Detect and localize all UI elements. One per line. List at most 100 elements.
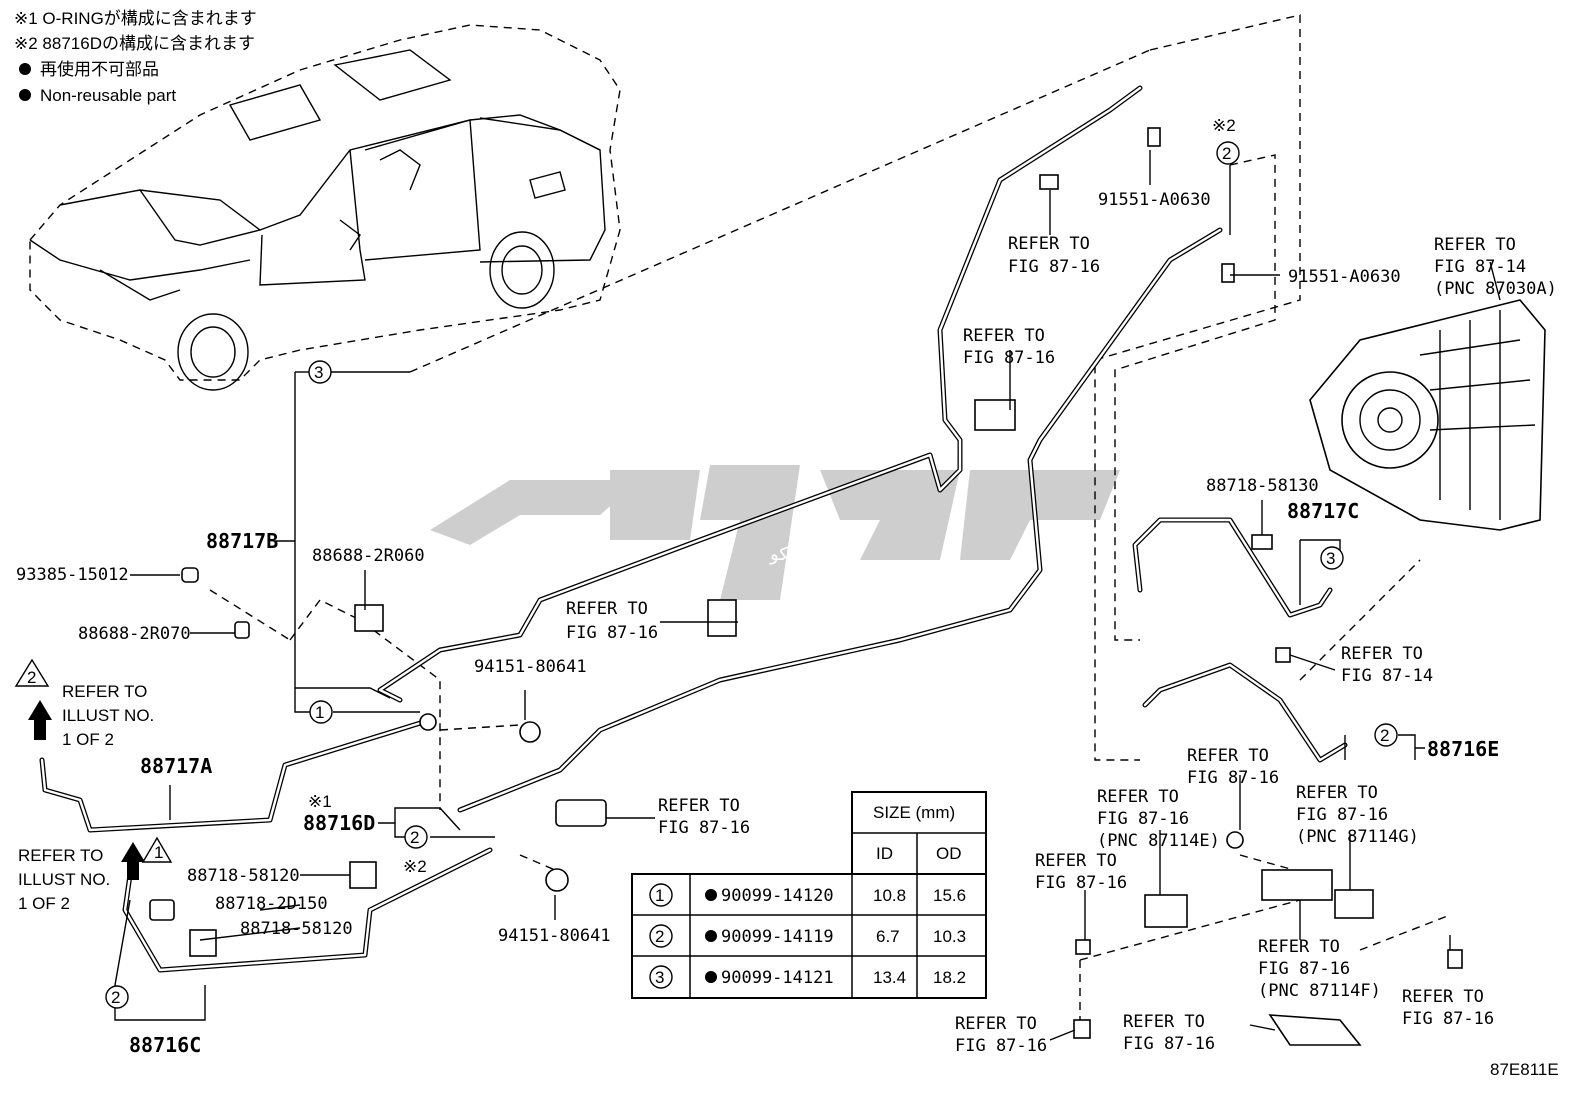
illust-page: 1 OF 2 [18, 894, 70, 913]
table-row: 1 90099-14120 10.8 15.6 [649, 883, 966, 907]
circle-3-label: 3 [1326, 549, 1335, 568]
notes-block: ※1 O-RINGが構成に含まれます ※2 88716Dの構成に含まれます 再使… [14, 9, 257, 105]
warning-triangle-icon [14, 658, 50, 687]
fig-label: FIG 87-16 [566, 623, 658, 643]
fig-label: FIG 87-16 [1035, 873, 1127, 893]
note-1: ※1 O-RINGが構成に含まれます [14, 9, 257, 28]
watermark-logo: ساپکو [430, 465, 1120, 600]
part-88717A: 88717A [140, 754, 212, 778]
clip-icon [149, 899, 175, 921]
warning-number: 1 [154, 843, 163, 862]
arrow-up-icon [28, 700, 52, 740]
fig-label: FIG 87-16 [1187, 768, 1279, 788]
circle-2-label: 2 [1222, 144, 1231, 163]
row-part-number: 90099-14120 [721, 886, 834, 906]
connector-icon [555, 799, 607, 827]
bracket-icon [974, 399, 1016, 431]
part-88718-58130: 88718-58130 [1206, 476, 1319, 496]
part-88718-58120: 88718-58120 [187, 866, 300, 886]
part-88718-2D150: 88718-2D150 [215, 894, 328, 914]
illust-label: ILLUST NO. [62, 706, 154, 725]
pnc-label: (PNC 87114F) [1258, 981, 1381, 1001]
sensor-icon [1144, 894, 1188, 928]
mark-x2: ※2 [403, 857, 427, 876]
part-91551-A0630: 91551-A0630 [1288, 267, 1401, 287]
vehicle-illustration [29, 24, 621, 391]
non-reusable-dot-icon [705, 930, 717, 942]
part-88688-2R060: 88688-2R060 [312, 546, 425, 566]
clip-icon [1251, 534, 1273, 550]
clamp-icon [234, 621, 250, 639]
col-od-header: OD [936, 844, 962, 863]
fig-label: FIG 87-16 [1008, 257, 1100, 277]
part-88717B: 88717B [206, 529, 278, 553]
pipes [39, 85, 1348, 973]
row-number: 1 [655, 886, 664, 905]
row-id: 6.7 [876, 927, 900, 946]
bolt-icon [1447, 949, 1463, 969]
leader-lines [114, 150, 1451, 1041]
fig-label: FIG 87-16 [955, 1036, 1047, 1056]
part-88716E: 88716E [1427, 737, 1499, 761]
fig-label: FIG 87-16 [963, 348, 1055, 368]
oring-size-table: SIZE (mm) ID OD 1 90099-14120 10.8 15.6 … [631, 791, 987, 999]
bolt-icon [1275, 647, 1291, 663]
row-number: 3 [655, 968, 664, 987]
row-od: 18.2 [933, 968, 966, 987]
fig-label: FIG 87-16 [1296, 805, 1388, 825]
fig-label: FIG 87-16 [1097, 809, 1189, 829]
clip-icon [189, 929, 217, 957]
table-row: 3 90099-14121 13.4 18.2 [649, 965, 966, 989]
circle-2-label: 2 [1380, 726, 1389, 745]
row-od: 15.6 [933, 886, 966, 905]
part-88718-58120: 88718-58120 [240, 919, 353, 939]
refer-label: REFER TO [963, 326, 1045, 346]
fig-label: FIG 87-16 [1402, 1009, 1494, 1029]
refer-label: REFER TO [566, 599, 648, 619]
watermark-text: ساپکو [769, 544, 815, 565]
bolt-icon [1221, 263, 1235, 283]
part-93385-15012: 93385-15012 [16, 565, 129, 585]
row-part-number: 90099-14119 [721, 927, 834, 947]
figure-code: 87E811E [1490, 1060, 1559, 1079]
pnc-label: (PNC 87114E) [1097, 831, 1220, 851]
circle-1-label: 1 [315, 703, 324, 722]
refer-label: REFER TO [62, 682, 147, 701]
refer-label: REFER TO [1008, 234, 1090, 254]
non-reusable-dot-icon [19, 63, 31, 75]
warning-triangle-icon [141, 836, 173, 863]
fig-label: FIG 87-14 [1434, 257, 1526, 277]
row-part-number: 90099-14121 [721, 968, 834, 988]
bracket-icon [354, 604, 384, 632]
part-91551-A0630: 91551-A0630 [1098, 190, 1211, 210]
refer-label: REFER TO [1035, 851, 1117, 871]
mark-x1: ※1 [308, 792, 332, 811]
row-od: 10.3 [933, 927, 966, 946]
row-id: 13.4 [873, 968, 906, 987]
cap-icon [419, 713, 437, 731]
fig-label: FIG 87-14 [1341, 666, 1433, 686]
arrow-up-icon [121, 842, 145, 880]
refer-label: REFER TO [955, 1014, 1037, 1034]
refer-label: REFER TO [658, 796, 740, 816]
illust-page: 1 OF 2 [62, 730, 114, 749]
part-88716C: 88716C [129, 1033, 201, 1057]
refer-label: REFER TO [1341, 644, 1423, 664]
connector-icon [707, 599, 737, 637]
fig-label: FIG 87-16 [1123, 1034, 1215, 1054]
fig-label: FIG 87-16 [1258, 959, 1350, 979]
clip-icon [1039, 174, 1059, 190]
refer-label: REFER TO [1123, 1012, 1205, 1032]
legend-jp: 再使用不可部品 [40, 59, 159, 79]
refer-label: REFER TO [1258, 937, 1340, 957]
pnc-label: (PNC 87114G) [1296, 827, 1419, 847]
part-88688-2R070: 88688-2R070 [78, 624, 191, 644]
circle-2-label: 2 [410, 828, 419, 847]
refer-label: REFER TO [1402, 987, 1484, 1007]
non-reusable-dot-icon [705, 971, 717, 983]
cap-icon [545, 868, 569, 892]
bolt-icon [181, 567, 199, 583]
bolt-icon [1147, 127, 1161, 147]
row-id: 10.8 [873, 886, 906, 905]
